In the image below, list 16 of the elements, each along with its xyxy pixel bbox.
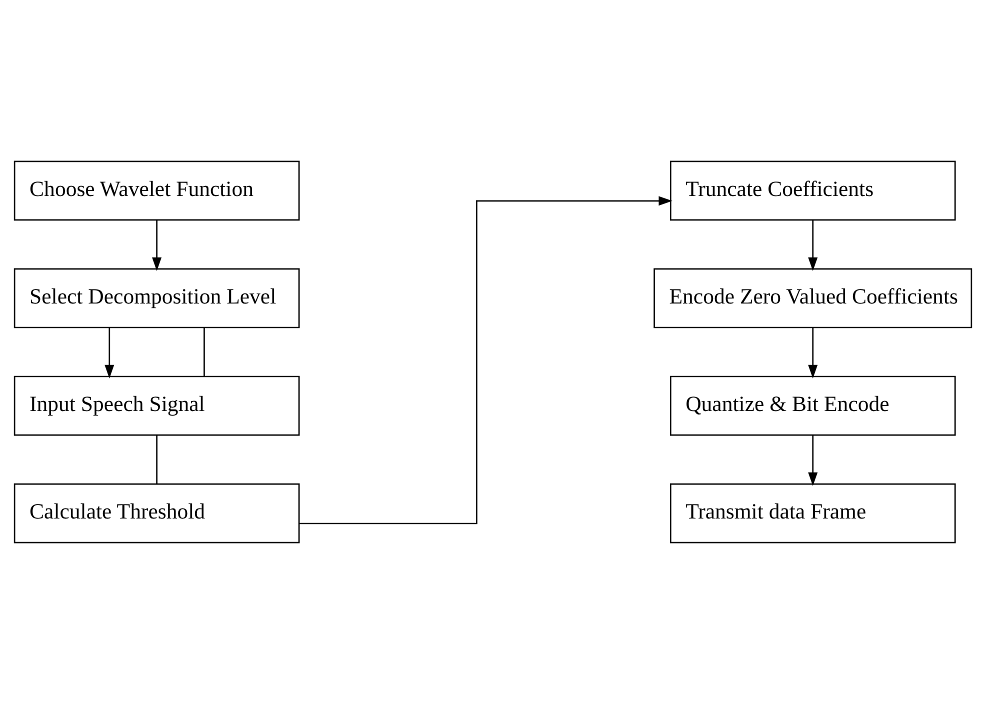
- connector: [156, 435, 158, 484]
- arrow: [299, 196, 672, 524]
- arrow: [104, 328, 114, 378]
- arrow: [808, 435, 818, 486]
- node-box: Choose Wavelet Function: [14, 160, 300, 221]
- node-box: Quantize & Bit Encode: [670, 376, 956, 436]
- arrow: [152, 220, 162, 271]
- node-box: Transmit data Frame: [670, 483, 956, 544]
- node-box: Encode Zero Valued Coefficients: [654, 268, 972, 328]
- node-box: Input Speech Signal: [14, 376, 300, 436]
- node-box: Truncate Coefficients: [670, 160, 956, 221]
- node-box: Select Decomposition Level: [14, 268, 300, 328]
- node-box: Calculate Threshold: [14, 483, 300, 544]
- arrow: [808, 220, 818, 271]
- connector: [204, 328, 205, 376]
- arrow: [808, 328, 818, 378]
